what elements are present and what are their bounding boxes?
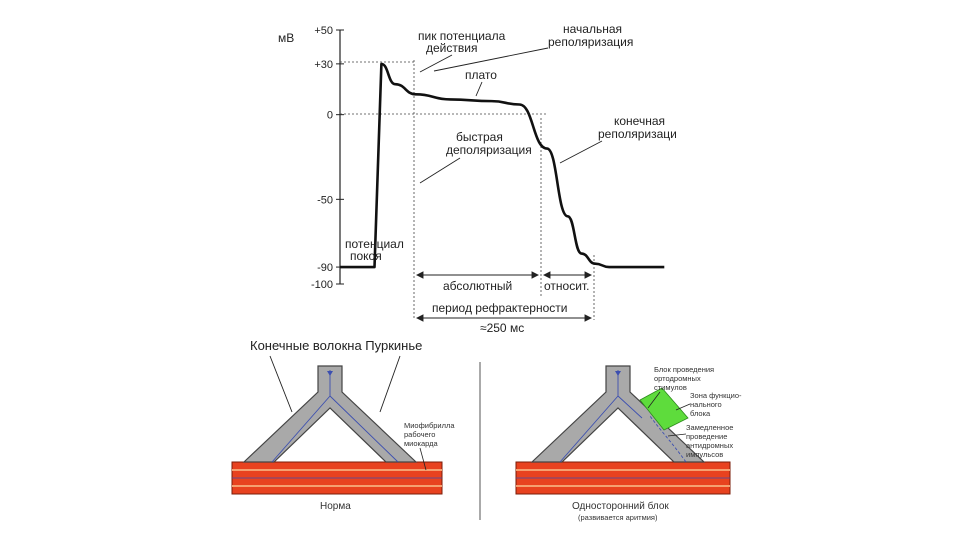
y-unit-label: мВ — [278, 31, 294, 45]
block-label-3: стимулов — [654, 383, 687, 392]
purkinje-title: Конечные волокна Пуркинье — [250, 338, 422, 353]
normal-caption: Норма — [320, 501, 351, 512]
final-repol-label-1: конечная — [614, 114, 665, 128]
action-potential-chart: +50+300-50-90-100 мВ пик потенциала дейс… — [278, 22, 677, 335]
y-tick-label: -100 — [311, 279, 333, 291]
relative-label: относит. — [544, 279, 589, 293]
zone-label-3: блока — [690, 409, 711, 418]
retro-label-2: проведение — [686, 432, 727, 441]
plateau-label: плато — [465, 68, 497, 82]
myofibril-label-1: Миофибрилла — [404, 421, 455, 430]
initial-repol-label-1: начальная — [563, 22, 622, 36]
retro-label-3: антидромных — [686, 441, 733, 450]
final-repol-label-2: реполяризаци — [598, 127, 677, 141]
y-tick-label: +50 — [314, 25, 333, 37]
final-repol-leader — [560, 141, 602, 163]
title-leader — [270, 356, 292, 412]
zone-label-2: нального — [690, 400, 722, 409]
myofibril-label-3: миокарда — [404, 439, 439, 448]
title-leader — [380, 356, 400, 412]
y-tick-label: -90 — [317, 262, 333, 274]
resting-label-2: покоя — [350, 249, 382, 263]
fast-depol-label-1: быстрая — [456, 130, 503, 144]
purkinje-block-diagram: Блок проведения ортодромных стимулов Зон… — [516, 365, 742, 522]
block-label-2: ортодромных — [654, 374, 701, 383]
block-subcaption: (развивается аритмия) — [578, 513, 658, 522]
plateau-leader — [476, 82, 482, 96]
myofibril-label-2: рабочего — [404, 430, 435, 439]
y-tick-label: 0 — [327, 110, 333, 122]
fast-depol-label-2: деполяризация — [446, 143, 532, 157]
block-caption: Односторонний блок — [572, 500, 669, 512]
duration-label: ≈250 мс — [480, 321, 524, 335]
absolute-label: абсолютный — [443, 279, 512, 293]
y-tick-label: +30 — [314, 59, 333, 71]
block-label-1: Блок проведения — [654, 365, 714, 374]
purkinje-normal-diagram: Конечные волокна Пуркинье Миофибрилла ра… — [232, 338, 455, 512]
peak-label-2: действия — [426, 41, 477, 55]
zone-label-1: Зона функцио- — [690, 391, 742, 400]
retro-label-1: Замедленное — [686, 423, 733, 432]
peak-leader — [420, 55, 452, 72]
fast-depol-leader — [420, 158, 460, 183]
retro-label-4: импульсов — [686, 450, 723, 459]
initial-repol-label-2: реполяризация — [548, 35, 633, 49]
y-tick-label: -50 — [317, 194, 333, 206]
y-ticks: +50 +30 0 -50 -90 -100 — [311, 25, 344, 291]
refractory-label: период рефрактерности — [432, 301, 567, 315]
